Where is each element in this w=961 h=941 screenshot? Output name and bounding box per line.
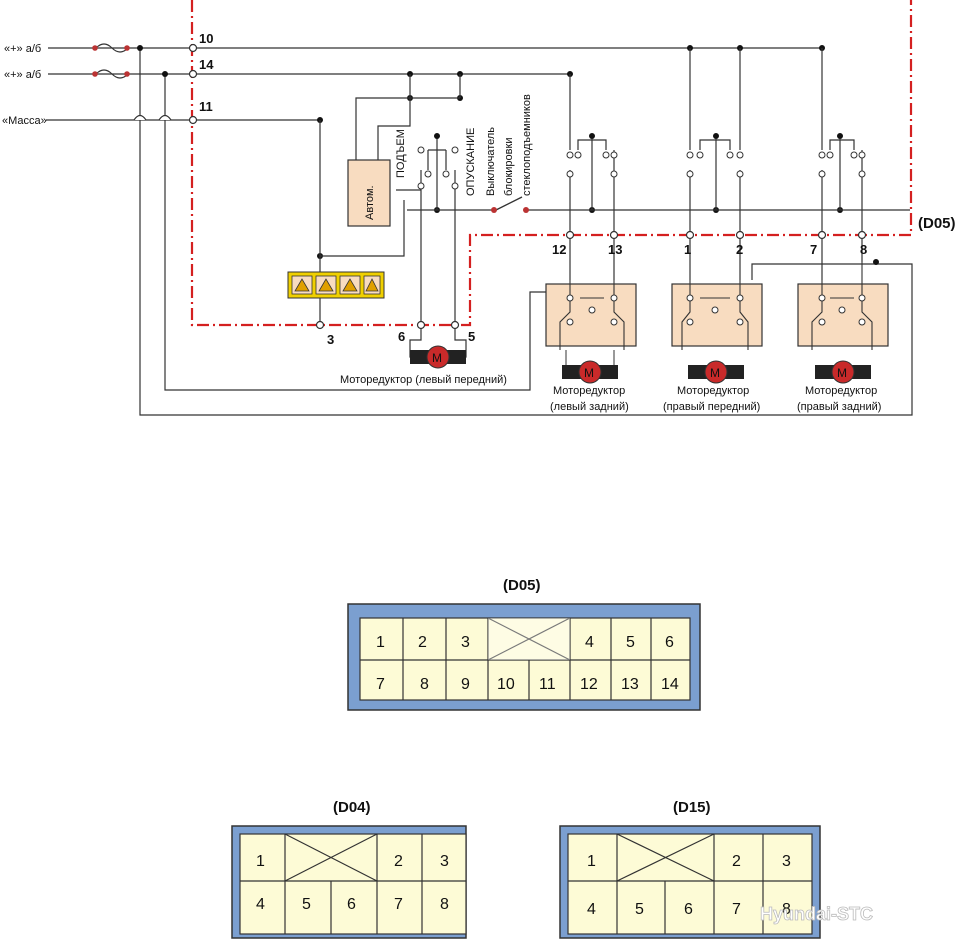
motor-label-rr-2: (правый задний) [797,401,881,413]
d05-cell-10: 10 [497,676,515,693]
d04-cell-7: 7 [394,896,403,913]
d04-cell-8: 8 [440,896,449,913]
d04-cell-4: 4 [256,896,265,913]
d04-cell-5: 5 [302,896,311,913]
pin-12: 12 [552,242,566,257]
motor-letter-lf: M [432,351,442,365]
pin-11: 11 [199,99,213,114]
pin-2: 2 [736,242,743,257]
d15-cell-5: 5 [635,901,644,918]
connector-d05 [347,603,701,711]
d05-boundary-tag: (D05) [918,215,956,232]
d05-cell-11: 11 [539,676,556,693]
motor-label-rr-1: Моторедуктор [805,385,877,397]
left-front-motor [409,328,467,369]
switch-group-right-front [689,48,741,280]
connector-d15 [559,825,821,939]
pin-3: 3 [327,332,334,347]
pin-1: 1 [684,242,691,257]
switch-group-left-rear [569,74,615,280]
d15-cell-2: 2 [732,853,741,870]
motor-letter-lr: M [584,366,594,380]
passenger-switch-contacts [566,151,866,178]
d05-cell-6: 6 [665,634,674,651]
fuse-dots [92,45,130,77]
indicator-lamps [287,271,385,299]
input-lines [46,47,913,416]
d04-cell-6: 6 [347,896,356,913]
d05-cell-8: 8 [420,676,429,693]
door-module-right-rear [797,262,889,384]
driver-switch-contacts [417,146,459,190]
d05-cell-13: 13 [621,676,639,693]
down-label: ОПУСКАНИЕ [465,128,477,196]
d15-cell-1: 1 [587,853,596,870]
motor-label-rf-1: Моторедуктор [677,385,749,397]
crossovers [133,114,172,121]
pin-6: 6 [398,329,405,344]
motor-letter-rf: M [710,366,720,380]
driver-switch-wiring [319,74,910,324]
driver-switch-pivot [434,133,440,139]
watermark: Hyundai-STC [760,904,873,924]
switch-unit-boundary [190,0,913,327]
door-module-right-front [671,280,763,384]
d04-cell-3: 3 [440,853,449,870]
pin-7: 7 [810,242,817,257]
lock-switch-label-3: стеклоподъемников [521,94,533,196]
lock-switch-label-1: Выключатель [485,127,497,196]
motor-label-rf-2: (правый передний) [663,401,760,413]
connector-d15-title: (D15) [673,799,711,816]
d15-cell-7: 7 [732,901,741,918]
d05-cell-9: 9 [461,676,470,693]
lock-switch-label-2: блокировки [503,138,515,196]
motor-label-lr-1: Моторедуктор [553,385,625,397]
lf-terminals [416,320,460,330]
pin-8: 8 [860,242,867,257]
auto-module-box [347,159,391,227]
d15-cell-3: 3 [782,853,791,870]
battery-label-2: «+» а/б [4,69,41,81]
connector-d04-title: (D04) [333,799,371,816]
d05-cell-14: 14 [661,676,679,693]
d05-cell-2: 2 [418,634,427,651]
ground-label: «Масса» [2,115,47,127]
passenger-switch-pivots [589,133,843,139]
d05-cell-1: 1 [376,634,385,651]
d05-cell-7: 7 [376,676,385,693]
lock-switch-symbol [491,196,529,213]
d15-cell-4: 4 [587,901,596,918]
door-module-left-rear [545,280,637,384]
d05-pin-terminals [565,230,867,240]
d05-cell-3: 3 [461,634,470,651]
d04-cell-2: 2 [394,853,403,870]
input-terminals [188,43,198,125]
fuse-symbols [95,43,129,79]
motor-label-lr-2: (левый задний) [550,401,629,413]
pin-10: 10 [199,31,213,46]
d05-cell-4: 4 [585,634,594,651]
motor-label-lf: Моторедуктор (левый передний) [340,374,507,386]
auto-module-label: Автом. [364,185,376,220]
pin-14: 14 [199,57,214,72]
pin-13: 13 [608,242,622,257]
connector-d05-title: (D05) [503,577,541,594]
switch-group-right-rear [821,48,863,280]
pin3-terminal [315,320,325,330]
d15-cell-6: 6 [684,901,693,918]
d04-cell-1: 1 [256,853,265,870]
motor-letter-rr: M [837,366,847,380]
up-label: ПОДЪЕМ [395,129,407,178]
pin-5: 5 [468,329,475,344]
d05-cell-12: 12 [580,676,598,693]
d05-cell-5: 5 [626,634,635,651]
d15-cell-8: 8 [782,901,791,918]
connector-d04 [231,825,467,939]
battery-label-1: «+» а/б [4,43,41,55]
